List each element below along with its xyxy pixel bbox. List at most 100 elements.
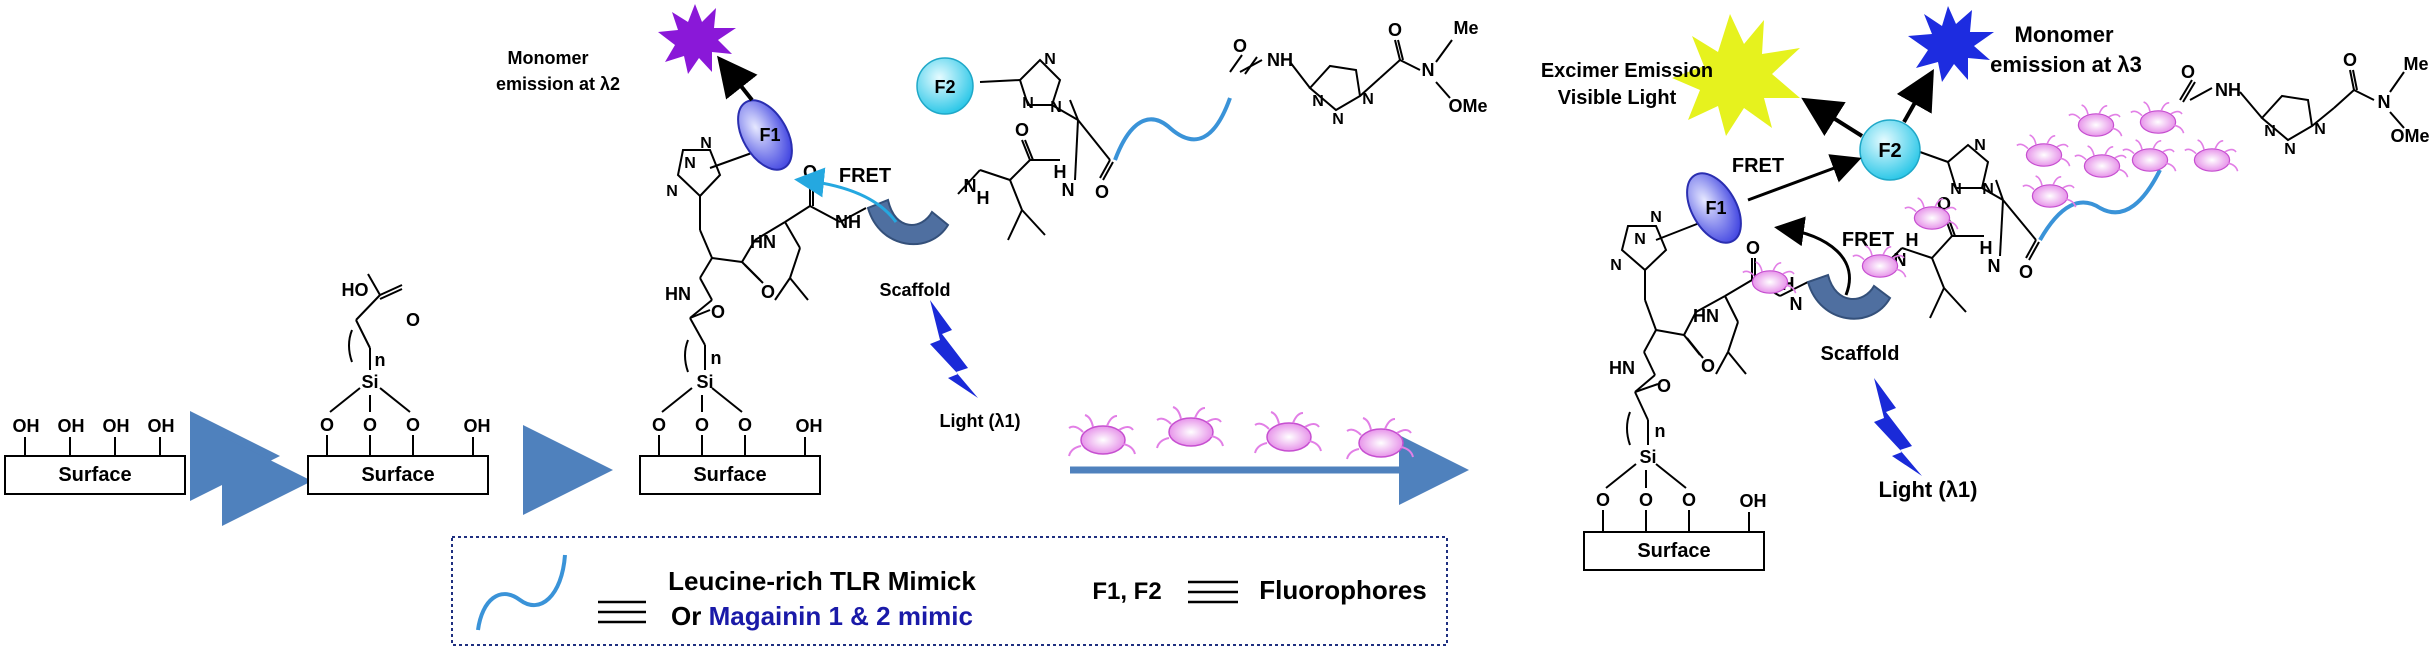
ome-label: OMe [2390,126,2429,146]
surface-box [1583,531,1765,571]
n-label: N [1950,181,1962,198]
fret-label: FRET [839,165,891,187]
panel-right: Surface [1541,6,2430,571]
n-label: N [1044,51,1056,68]
surface-label: Surface [58,464,131,486]
legend: Leucine-rich TLR Mimick Or Magainin 1 & … [451,536,1448,646]
h-label: H [1906,230,1919,250]
o-label: O [803,162,817,182]
legend-box [451,536,1448,646]
emission-arrow [717,55,758,102]
peptide-legend-icon [476,554,567,631]
scaffold [1806,273,1892,320]
o-label: O [652,415,666,435]
bacterium-icon [1852,245,1907,278]
me-label: Me [1453,18,1478,38]
lightning-icon [930,300,978,398]
si-label: Si [696,372,713,392]
si-label: Si [1639,447,1656,467]
scaffold-label: Scaffold [879,280,950,300]
n-label: N [1982,181,1994,198]
o-label: O [2019,262,2033,282]
bacterium-icon [2016,134,2071,167]
fret-arrow [794,167,898,223]
n-subscript: n [375,350,386,370]
n-label: N [1974,137,1986,154]
hydroxyl-groups [24,437,161,456]
bacterium-icon [2122,139,2177,172]
hn-label: HN [750,232,776,252]
excimer-label: Visible Light [1558,87,1677,109]
oh-label: OH [796,416,823,436]
legend-line2-highlight: Magainin 1 & 2 mimic [709,601,973,631]
n-label: N [1988,256,2001,276]
surface-label: Surface [693,464,766,486]
fret-arrow [1774,216,1851,296]
equiv-symbol [1188,580,1238,604]
peptide-linker [2038,169,2162,241]
lightning-icon [1874,378,1922,476]
excimer-star-icon [1672,14,1800,136]
emission-arrow [1801,97,1864,138]
f1-fluorophore: F1 [1686,172,1742,244]
h-label: H [977,188,990,208]
o-label: O [1701,356,1715,376]
o-label: O [695,415,709,435]
legend-fluor-meaning: Fluorophores [1259,575,1427,605]
scaffold-label: Scaffold [1821,343,1900,365]
o-label: O [761,282,775,302]
n-label: N [2264,123,2276,140]
excimer-label: Excimer Emission [1541,60,1713,82]
f2-fluorophore: F2 [916,57,974,115]
o-label: O [1657,376,1671,396]
oh-label: OH [58,416,85,436]
n-subscript: n [711,348,722,368]
n-label: N [1610,257,1622,274]
surface-box [639,455,821,495]
bacterium-icon [1346,417,1414,460]
o-label: O [1095,182,1109,202]
bacterium-icon [2074,145,2129,178]
n-label: N [1332,111,1344,128]
emission-arrow [1896,69,1934,123]
surface-2: Surface O O O OH Si n HO O [307,273,491,495]
surface-box [4,455,186,495]
oh-label: OH [103,416,130,436]
nh-label: NH [1267,50,1293,70]
bacterium-icon [1068,414,1136,457]
carbonyl-o: O [406,310,420,330]
n-label: N [700,135,712,152]
light-label: Light (λ1) [940,411,1021,431]
bacterium-icon [2022,175,2077,208]
ome-label: OMe [1448,96,1487,116]
fret-label: FRET [1732,155,1784,177]
bacterium-icon [1742,261,1797,294]
oh-label: OH [464,416,491,436]
monomer-emission-label: emission at λ2 [496,74,620,94]
surface-label: Surface [1637,540,1710,562]
o-label: O [1233,36,1247,56]
bacterium-icon [2130,101,2185,134]
equiv-symbol [598,600,646,624]
n-label: N [1650,209,1662,226]
n-label: N [1790,294,1803,314]
o-label: O [2181,62,2195,82]
f1-label: F1 [759,125,780,145]
bacteria-row [1068,406,1469,505]
f2-label: F2 [934,77,955,97]
bacterium-icon [2184,139,2239,172]
n-label: N [666,183,678,200]
f2-fluorophore: F2 [1859,119,1921,181]
legend-line1: Leucine-rich TLR Mimick [668,566,976,596]
n-label: N [684,155,696,172]
n-label: N [1312,93,1324,110]
oh-label: OH [13,416,40,436]
o-label: O [1746,238,1760,258]
peptide-linker [1113,97,1232,161]
bacterium-icon [1156,406,1224,449]
hn-label: HN [1609,358,1635,378]
legend-fluor-label: F1, F2 [1092,578,1161,605]
h-label: H [1980,238,1993,258]
n-label: N [2314,121,2326,138]
